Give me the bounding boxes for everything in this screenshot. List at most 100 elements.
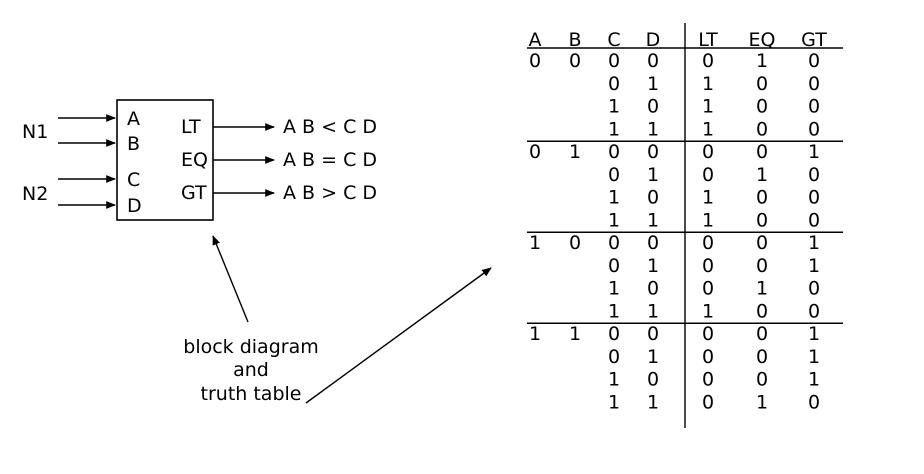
pointer-arrow-table [305,267,492,404]
cell-d: 0 [647,96,659,118]
cell-eq: 0 [756,255,768,277]
pin-c-label: C [127,169,140,191]
cell-eq: 0 [756,369,768,391]
n1-label: N1 [22,121,48,143]
cell-gt: 1 [808,369,820,391]
cell-d: 1 [647,346,659,368]
cell-b: 0 [569,232,581,254]
pin-lt-label: LT [181,116,201,138]
eq-expression: A B = C D [283,149,377,171]
table-header-b: B [568,29,581,51]
cell-gt: 1 [808,232,820,254]
cell-gt: 0 [808,164,820,186]
cell-gt: 0 [808,118,820,140]
cell-lt: 1 [702,96,714,118]
cell-gt: 0 [808,50,820,72]
cell-lt: 1 [702,187,714,209]
cell-d: 1 [647,300,659,322]
cell-lt: 1 [702,118,714,140]
cell-c: 1 [608,118,620,140]
caption-line-3: truth table [201,383,302,405]
cell-lt: 0 [702,323,714,345]
cell-c: 0 [608,255,620,277]
table-header-eq: EQ [749,29,776,51]
cell-eq: 0 [756,346,768,368]
cell-gt: 0 [808,300,820,322]
cell-d: 0 [647,278,659,300]
table-header-lt: LT [698,29,718,51]
cell-gt: 1 [808,255,820,277]
cell-eq: 1 [756,164,768,186]
cell-c: 0 [608,141,620,163]
cell-eq: 0 [756,118,768,140]
table-header-c: C [607,29,620,51]
cell-a: 1 [529,323,541,345]
pin-b-label: B [127,133,140,155]
cell-eq: 0 [756,300,768,322]
cell-eq: 1 [756,391,768,413]
cell-a: 1 [529,232,541,254]
cell-c: 1 [608,369,620,391]
pointer-arrow-block [212,235,249,323]
cell-c: 0 [608,232,620,254]
cell-c: 0 [608,323,620,345]
cell-eq: 0 [756,323,768,345]
cell-lt: 0 [702,232,714,254]
cell-c: 1 [608,300,620,322]
cell-c: 1 [608,209,620,231]
caption-line-1: block diagram [183,336,318,358]
pin-eq-label: EQ [181,149,208,171]
cell-a: 0 [529,141,541,163]
cell-b: 0 [569,50,581,72]
cell-gt: 1 [808,323,820,345]
table-header-gt: GT [801,29,827,51]
cell-d: 1 [647,73,659,95]
cell-eq: 0 [756,187,768,209]
cell-d: 0 [647,232,659,254]
table-header-a: A [529,29,542,51]
cell-c: 1 [608,96,620,118]
cell-lt: 0 [702,164,714,186]
cell-c: 0 [608,50,620,72]
cell-eq: 0 [756,209,768,231]
cell-lt: 1 [702,300,714,322]
cell-gt: 0 [808,391,820,413]
cell-b: 1 [569,141,581,163]
cell-lt: 0 [702,391,714,413]
cell-eq: 1 [756,50,768,72]
cell-d: 0 [647,141,659,163]
cell-lt: 0 [702,346,714,368]
caption-line-2: and [233,359,269,381]
cell-gt: 0 [808,73,820,95]
cell-gt: 0 [808,187,820,209]
cell-eq: 1 [756,278,768,300]
cell-eq: 0 [756,232,768,254]
cell-a: 0 [529,50,541,72]
pin-d-label: D [127,195,142,217]
cell-eq: 0 [756,141,768,163]
cell-eq: 0 [756,96,768,118]
cell-lt: 1 [702,209,714,231]
cell-c: 0 [608,73,620,95]
cell-lt: 0 [702,255,714,277]
cell-d: 1 [647,391,659,413]
cell-c: 1 [608,391,620,413]
cell-lt: 1 [702,73,714,95]
cell-eq: 0 [756,73,768,95]
n2-label: N2 [22,183,48,205]
cell-d: 0 [647,369,659,391]
cell-d: 0 [647,323,659,345]
cell-gt: 0 [808,209,820,231]
cell-c: 0 [608,164,620,186]
cell-d: 0 [647,187,659,209]
caption-group: block diagram and truth table [183,235,492,405]
cell-d: 1 [647,255,659,277]
pin-a-label: A [127,108,140,130]
cell-d: 1 [647,118,659,140]
cell-d: 1 [647,164,659,186]
cell-lt: 0 [702,50,714,72]
cell-gt: 0 [808,96,820,118]
block-diagram: N1 N2 A B C D LT EQ GT A B < C D A B = C… [22,99,377,221]
cell-lt: 0 [702,278,714,300]
